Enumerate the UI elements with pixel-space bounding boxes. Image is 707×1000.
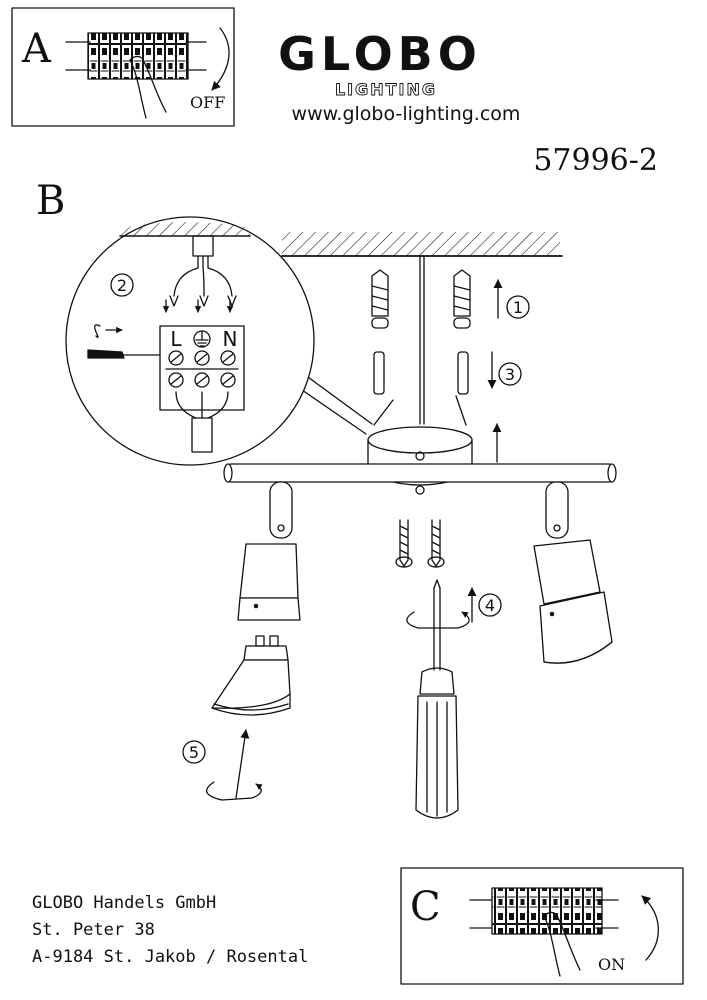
screw-left [395,519,413,568]
wall-plug-left [371,269,389,329]
step-5-arrow [235,729,250,799]
address-street: St. Peter 38 [32,920,155,940]
spotlight-right [533,481,613,664]
website-link[interactable]: www.globo-lighting.com [292,103,521,125]
earth-icon [193,330,211,348]
wiring-detail: L N 2 [65,216,315,466]
switch-on-arrow [641,895,659,961]
wall-plug-right [453,269,471,329]
pin-right [457,351,469,395]
rotate-bulb-arrow [206,781,263,801]
hand-icon [129,55,167,119]
step-3-badge [498,362,522,386]
step-2-number: 2 [117,276,127,295]
address-company: GLOBO Handels GmbH [32,893,216,913]
panel-a-switch-state: OFF [190,93,225,112]
company-address: GLOBO Handels GmbH St. Peter 38 A-9184 S… [32,893,308,967]
breaker-box-c [469,887,619,935]
switch-off-arrow [211,27,230,91]
panel-c-switch-state: ON [598,955,625,974]
step-4-number: 4 [485,596,495,615]
track-bar [223,463,617,483]
step-4-badge [478,593,502,617]
panel-b-label: B [36,178,65,224]
step-1-number: 1 [513,298,523,317]
panel-c-label: C [410,884,441,930]
spotlight-left [237,481,301,621]
address-city: A-9184 St. Jakob / Rosental [32,947,308,967]
screwdriver-icon [415,579,459,819]
panel-a: A OFF [11,7,235,127]
pin-left [373,351,385,395]
panel-c: C ON [400,867,684,985]
step-5-number: 5 [189,743,199,762]
terminal-neutral-label: N [223,327,238,351]
step-5-badge [182,740,206,764]
brand-sub: LIGHTING [335,80,437,99]
step-1-badge [506,295,530,319]
panel-b: B 1 3 [36,178,617,819]
ceiling [281,232,563,257]
model-number: 57996-2 [533,143,658,178]
step-3-number: 3 [505,365,515,384]
terminal-live-label: L [170,327,182,351]
brand-name: GLOBO [278,27,482,81]
panel-c-frame [400,867,684,985]
hand-icon-c [543,911,581,977]
screw-right [427,519,445,568]
header: GLOBO LIGHTING www.globo-lighting.com 57… [278,27,658,178]
rotate-arrow [406,611,470,629]
panel-a-frame [11,7,235,127]
panel-a-label: A [21,26,52,72]
gu10-bulb-icon [211,635,291,716]
